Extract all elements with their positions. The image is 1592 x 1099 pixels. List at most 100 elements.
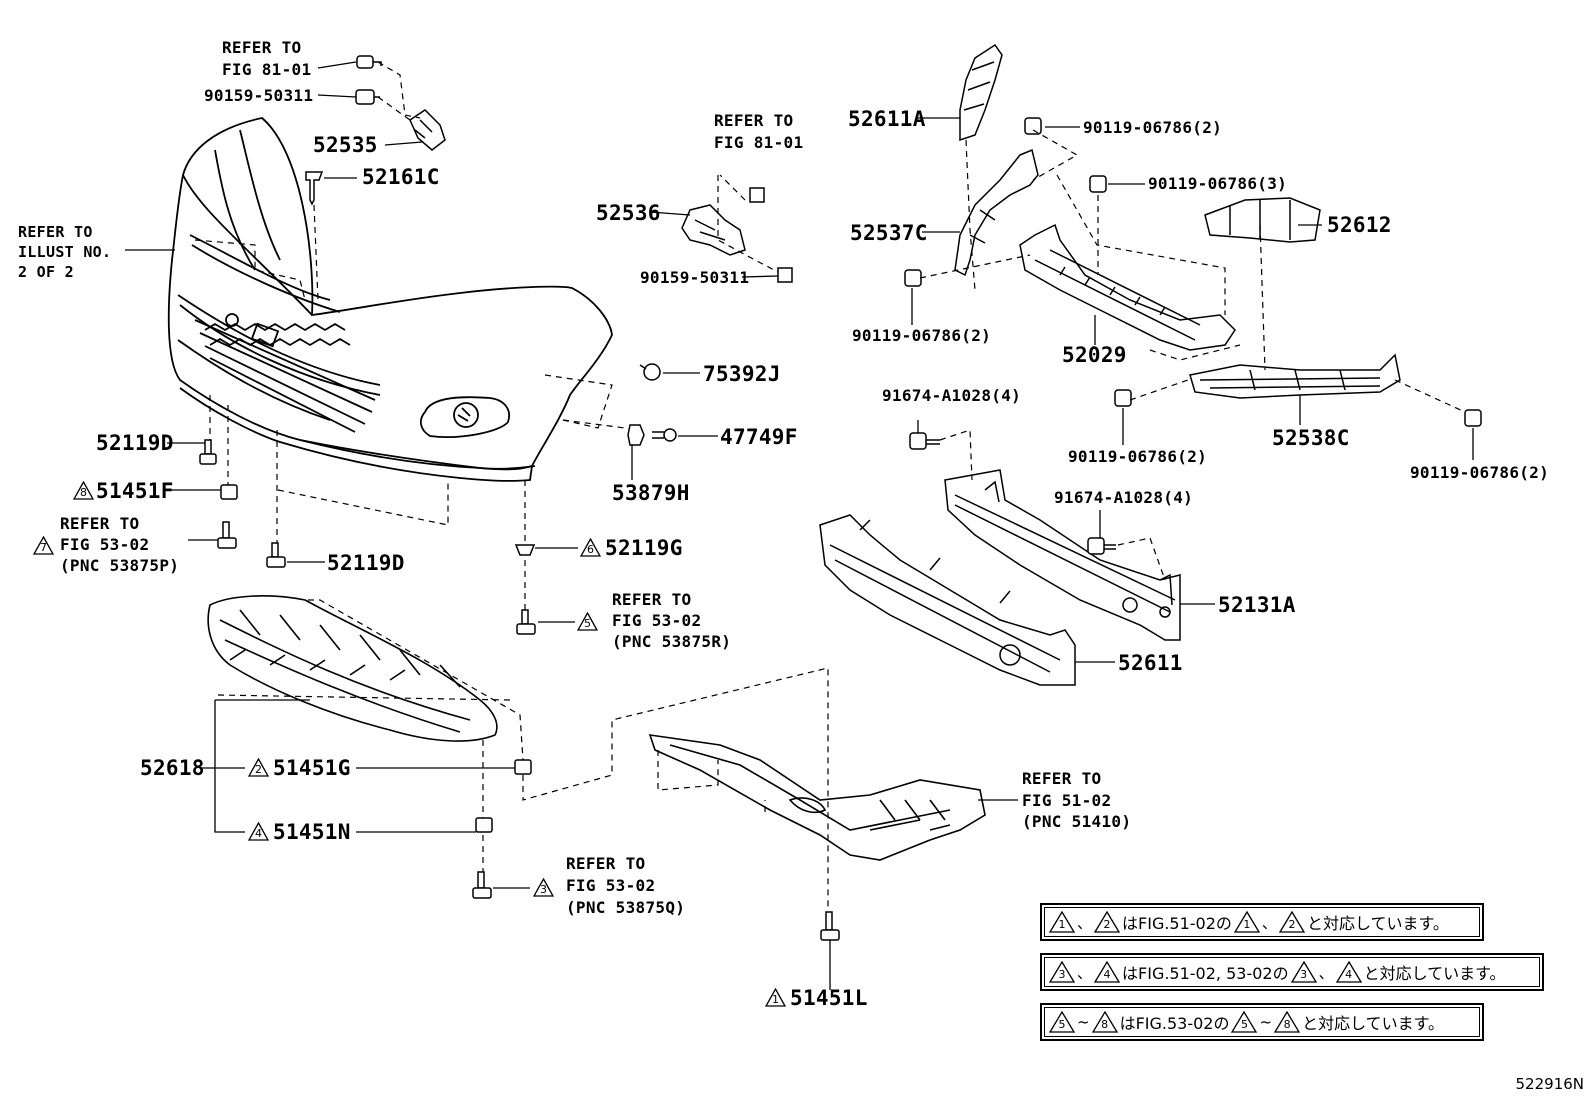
note3-text: はFIG.53-02の bbox=[1119, 1014, 1230, 1033]
marker-8-number: 8 bbox=[80, 486, 87, 499]
fastener-75392J bbox=[639, 363, 661, 381]
part-90119-06786-2-a: 90119-06786(2) bbox=[1083, 118, 1223, 137]
part-51451N: 51451N bbox=[273, 820, 351, 844]
note2-triangle-c: 3 bbox=[1290, 960, 1317, 983]
refer-fig51-02-line2: FIG 51-02 bbox=[1022, 791, 1112, 810]
marker-1-triangle: 1 bbox=[765, 988, 786, 1007]
note3-sep2: ~ bbox=[1259, 1013, 1273, 1031]
part-52161C: 52161C bbox=[362, 165, 440, 189]
part-47749F: 47749F bbox=[720, 425, 798, 449]
part-52119D-upper: 52119D bbox=[96, 431, 174, 455]
note3-triangle-c: 5 bbox=[1231, 1010, 1258, 1033]
note1-triangle-d: 2 bbox=[1278, 910, 1306, 933]
part-52119D-lower: 52119D bbox=[327, 551, 405, 575]
part-52536: 52536 bbox=[596, 201, 661, 225]
note2-end-text: と対応しています。 bbox=[1363, 964, 1506, 983]
note1-sep2: 、 bbox=[1261, 913, 1277, 932]
marker-7-triangle: 7 bbox=[33, 536, 54, 555]
part-90159-50311-top: 90159-50311 bbox=[204, 86, 314, 105]
note2-triangle-b: 4 bbox=[1093, 960, 1121, 983]
reinforcement-52131A bbox=[944, 469, 1181, 641]
marker-6-triangle: 6 bbox=[580, 538, 601, 557]
note2-text: はFIG.51-02, 53-02の bbox=[1122, 964, 1289, 983]
marker-4-number: 4 bbox=[255, 827, 262, 840]
marker-3-triangle: 3 bbox=[533, 878, 554, 897]
note2-triangle-d: 4 bbox=[1335, 960, 1362, 983]
refer-fig53-02-3-line1: REFER TO bbox=[566, 854, 646, 873]
refer-fig53-02-7-line2: FIG 53-02 bbox=[60, 535, 150, 554]
note1-sep1: 、 bbox=[1077, 913, 1093, 932]
bolt-fig81-01-top bbox=[356, 55, 382, 69]
note2-sep2: 、 bbox=[1318, 963, 1334, 982]
note-box-1: 1 、 2 はFIG.51-02の 1 、 2 と対応しています。 bbox=[1040, 903, 1484, 941]
screw-47749F bbox=[652, 428, 677, 442]
refer-fig81-01-mid-line1: REFER TO bbox=[714, 111, 794, 130]
absorber-52611A bbox=[959, 43, 1003, 142]
part-51451F: 51451F bbox=[96, 479, 174, 503]
marker-1-number: 1 bbox=[772, 993, 779, 1006]
bolt-90159-50311-top bbox=[355, 89, 380, 105]
refer-illust-line1: REFER TO bbox=[18, 223, 93, 241]
under-cover-fig51-02 bbox=[648, 734, 986, 861]
marker-5-triangle: 5 bbox=[577, 612, 598, 631]
refer-fig81-01-top-line1: REFER TO bbox=[222, 38, 302, 57]
marker-2-number: 2 bbox=[255, 763, 262, 776]
note2-sep1: 、 bbox=[1077, 963, 1093, 982]
marker-2-triangle: 2 bbox=[248, 758, 269, 777]
refer-fig53-02-5-line1: REFER TO bbox=[612, 590, 692, 609]
part-53879H: 53879H bbox=[612, 481, 690, 505]
bracket-52535 bbox=[409, 109, 446, 151]
part-90159-50311-mid: 90159-50311 bbox=[640, 268, 750, 287]
part-75392J: 75392J bbox=[703, 362, 781, 386]
note3-triangle-b: 8 bbox=[1091, 1010, 1118, 1033]
note3-sep1: ~ bbox=[1077, 1013, 1090, 1031]
refer-fig81-01-top-line2: FIG 81-01 bbox=[222, 60, 312, 79]
marker-8-triangle: 8 bbox=[73, 481, 94, 500]
note1-triangle-a: 1 bbox=[1048, 910, 1076, 933]
note3-triangle-a: 5 bbox=[1048, 1010, 1076, 1033]
refer-fig53-02-5-line2: FIG 53-02 bbox=[612, 611, 702, 630]
marker-4-triangle: 4 bbox=[248, 822, 269, 841]
part-90119-06786-3: 90119-06786(3) bbox=[1148, 174, 1288, 193]
part-51451G: 51451G bbox=[273, 756, 351, 780]
retainer-52538C bbox=[1189, 353, 1401, 399]
bracket-53879H bbox=[627, 424, 645, 446]
note-box-3: 5 ~ 8 はFIG.53-02の 5 ~ 8 と対応しています。 bbox=[1040, 1003, 1484, 1041]
refer-illust-line2: ILLUST NO. bbox=[18, 243, 112, 261]
part-90119-06786-2-d: 90119-06786(2) bbox=[1410, 463, 1550, 482]
note1-triangle-b: 2 bbox=[1093, 910, 1121, 933]
part-52029: 52029 bbox=[1062, 343, 1127, 367]
part-52537C: 52537C bbox=[850, 221, 928, 245]
marker-5-number: 5 bbox=[584, 617, 591, 630]
note-box-2: 3 、 4 はFIG.51-02, 53-02の 3 、 4 と対応しています。 bbox=[1040, 953, 1544, 991]
bracket-52536 bbox=[681, 187, 793, 283]
part-52618: 52618 bbox=[140, 756, 205, 780]
note1-text: はFIG.51-02の bbox=[1122, 914, 1232, 933]
note1-triangle-c: 1 bbox=[1233, 910, 1261, 933]
part-90119-06786-2-c: 90119-06786(2) bbox=[1068, 447, 1208, 466]
part-52612: 52612 bbox=[1327, 213, 1392, 237]
note1-end-text: と対応しています。 bbox=[1306, 914, 1449, 933]
note3-end-text: と対応しています。 bbox=[1302, 1014, 1444, 1033]
leader-lines bbox=[125, 61, 1474, 990]
refer-fig51-02-line3: (PNC 51410) bbox=[1022, 812, 1132, 831]
refer-fig51-02-line1: REFER TO bbox=[1022, 769, 1102, 788]
illustration-code: 522916N bbox=[1515, 1075, 1584, 1093]
part-52535: 52535 bbox=[313, 133, 378, 157]
part-52131A: 52131A bbox=[1218, 593, 1296, 617]
front-bumper-cover bbox=[167, 117, 613, 482]
clip-52161C bbox=[305, 171, 324, 206]
part-51451L: 51451L bbox=[790, 986, 868, 1010]
under-cover-52618 bbox=[207, 595, 498, 742]
refer-illust-line3: 2 OF 2 bbox=[18, 263, 74, 281]
part-91674-A1028-4-a: 91674-A1028(4) bbox=[882, 386, 1022, 405]
refer-fig53-02-7-line3: (PNC 53875P) bbox=[60, 556, 180, 575]
part-52611: 52611 bbox=[1118, 651, 1183, 675]
note2-triangle-a: 3 bbox=[1048, 960, 1076, 983]
dashed-lines bbox=[209, 61, 1466, 910]
marker-7-number: 7 bbox=[40, 541, 47, 554]
bracket-52537C bbox=[954, 148, 1039, 277]
absorber-52612 bbox=[1204, 197, 1321, 243]
refer-fig53-02-7-line1: REFER TO bbox=[60, 514, 140, 533]
part-90119-06786-2-b: 90119-06786(2) bbox=[852, 326, 992, 345]
